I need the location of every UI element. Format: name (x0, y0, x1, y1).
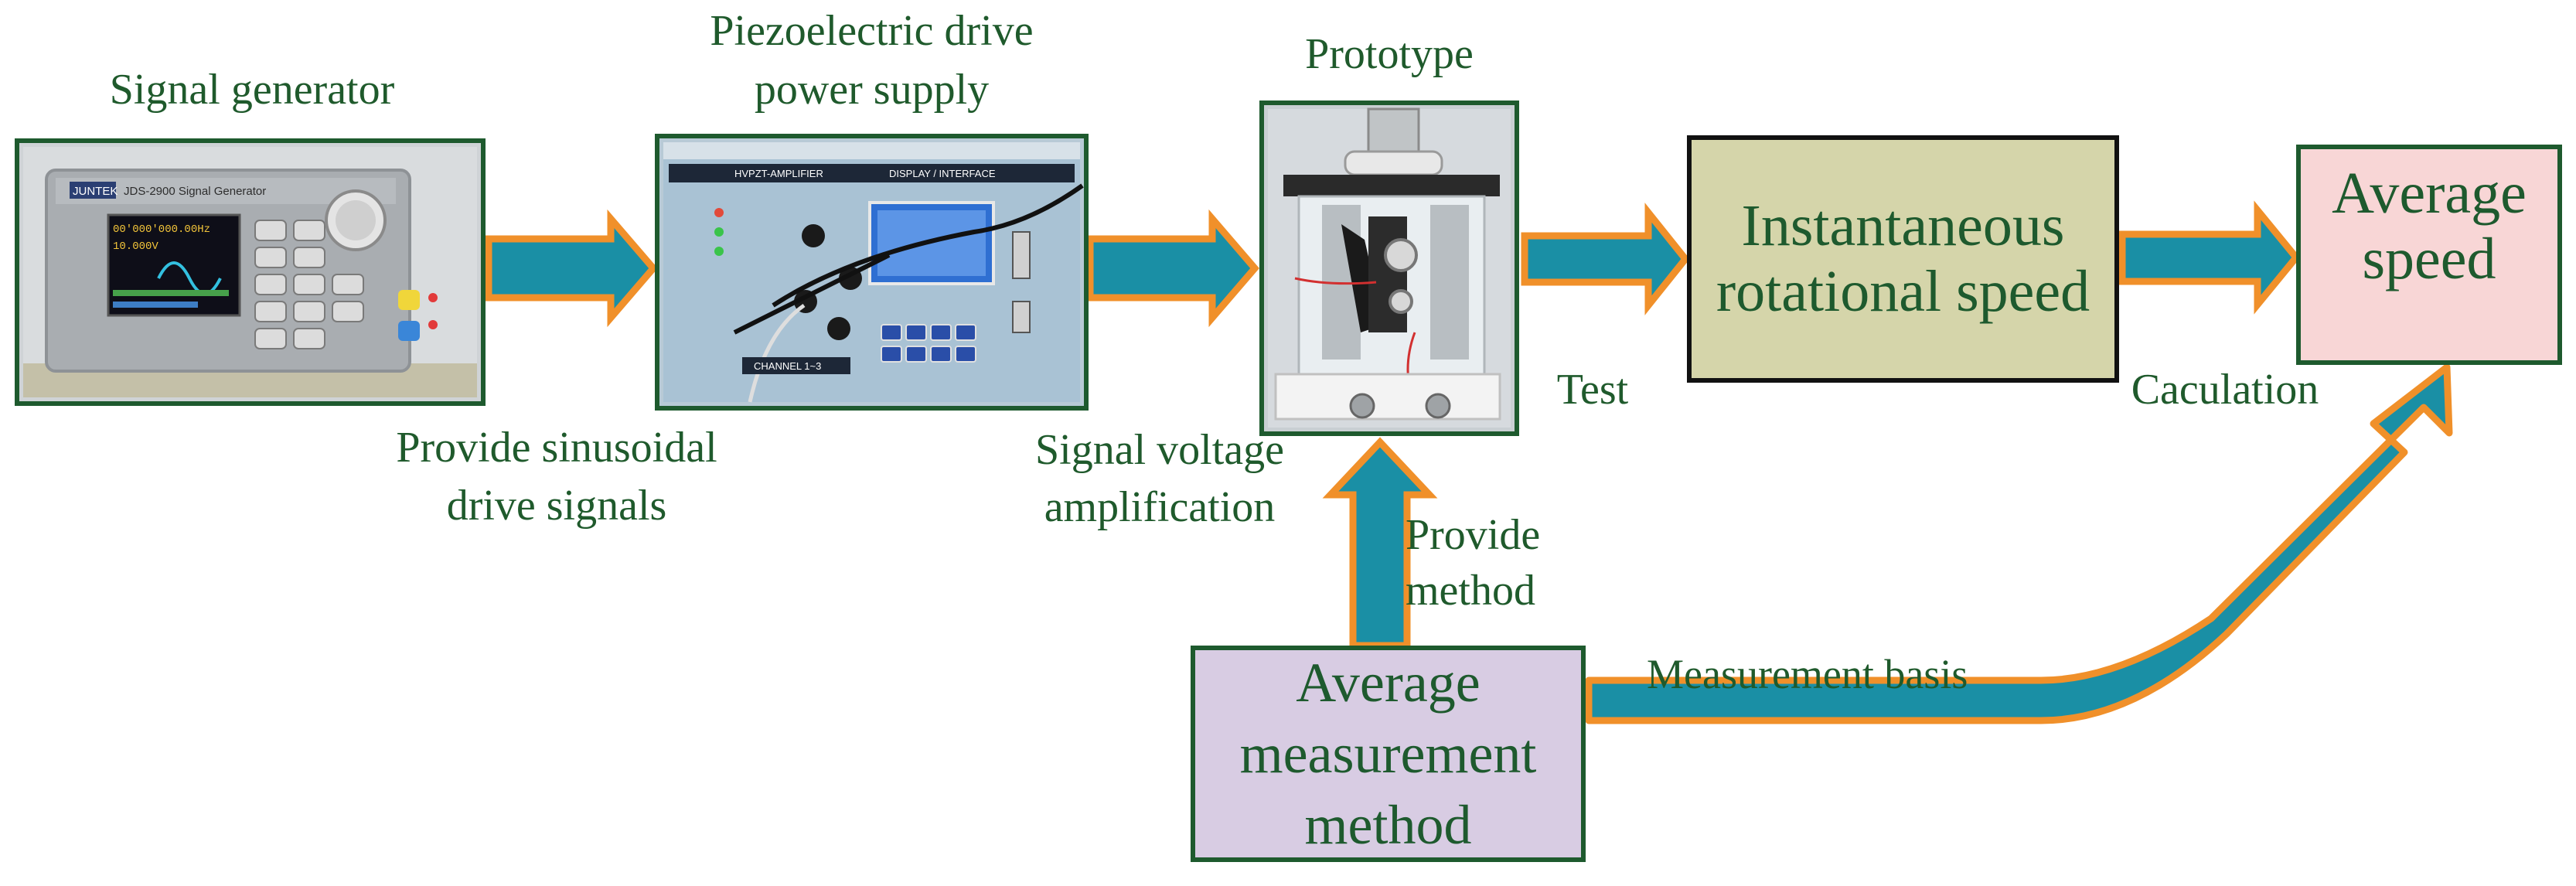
rotational-speed-box (1687, 135, 2119, 383)
provide-method-label-line1: Provide (1406, 511, 1541, 559)
drive-signals-label-line2: drive signals (446, 482, 667, 530)
provide-method-label-line2: method (1406, 567, 1535, 615)
sg-brand-text: JUNTEK (73, 185, 118, 198)
signal-generator-photo: JUNTEK JDS-2900 Signal Generator 00'000'… (15, 138, 486, 406)
arrow-method-to-prototype (1322, 437, 1438, 649)
average-speed-text: Average speed (2301, 149, 2557, 304)
sg-amplitude-readout: 10.000V (113, 240, 158, 253)
prototype-photo (1259, 101, 1519, 436)
sg-model-text: JDS-2900 Signal Generator (124, 185, 266, 198)
ps-header-left-text: HVPZT-AMPLIFIER (734, 168, 823, 179)
arrow-prototype-to-speed (1521, 203, 1690, 315)
rotational-speed-line2: rotational speed (1716, 259, 2090, 324)
sg-frequency-readout: 00'000'000.00Hz (113, 223, 210, 236)
measurement-method-text: Average measurement method (1195, 650, 1581, 857)
arrow-supply-to-prototype (1086, 209, 1259, 328)
measurement-method-line3: method (1304, 794, 1472, 857)
calculation-label: Caculation (2131, 366, 2319, 414)
measurement-method-line1: Average (1296, 651, 1481, 714)
measurement-method-box (1191, 646, 1586, 862)
amplification-label-line1: Signal voltage (1035, 426, 1284, 474)
ps-channel-text: CHANNEL 1~3 (754, 360, 821, 372)
prototype-title: Prototype (1305, 30, 1474, 78)
drive-signals-label-line1: Provide sinusoidal (396, 424, 717, 472)
rotational-speed-text: Instantaneous rotational speed (1692, 140, 2114, 378)
test-label: Test (1556, 366, 1629, 414)
signal-generator-title: Signal generator (109, 66, 395, 114)
arrows (485, 200, 2453, 724)
power-supply-title-line2: power supply (754, 66, 990, 114)
arrow-generator-to-supply (485, 209, 658, 328)
drive-power-supply-photo: HVPZT-AMPLIFIER DISPLAY / INTERFACE CHAN… (655, 134, 1089, 411)
average-speed-line2: speed (2362, 227, 2496, 291)
measurement-basis-label: Measurement basis (1647, 651, 1968, 697)
average-speed-box (2296, 145, 2562, 365)
measurement-method-line2: measurement (1239, 722, 1537, 785)
average-speed-line1: Average (2332, 160, 2527, 226)
amplification-label-line2: amplification (1044, 483, 1276, 531)
rotational-speed-line1: Instantaneous (1741, 193, 2065, 258)
arrow-method-to-average-speed (1585, 363, 2453, 724)
arrow-speed-to-average (2118, 200, 2301, 315)
ps-header-right-text: DISPLAY / INTERFACE (889, 168, 996, 179)
power-supply-title-line1: Piezoelectric drive (710, 7, 1034, 55)
